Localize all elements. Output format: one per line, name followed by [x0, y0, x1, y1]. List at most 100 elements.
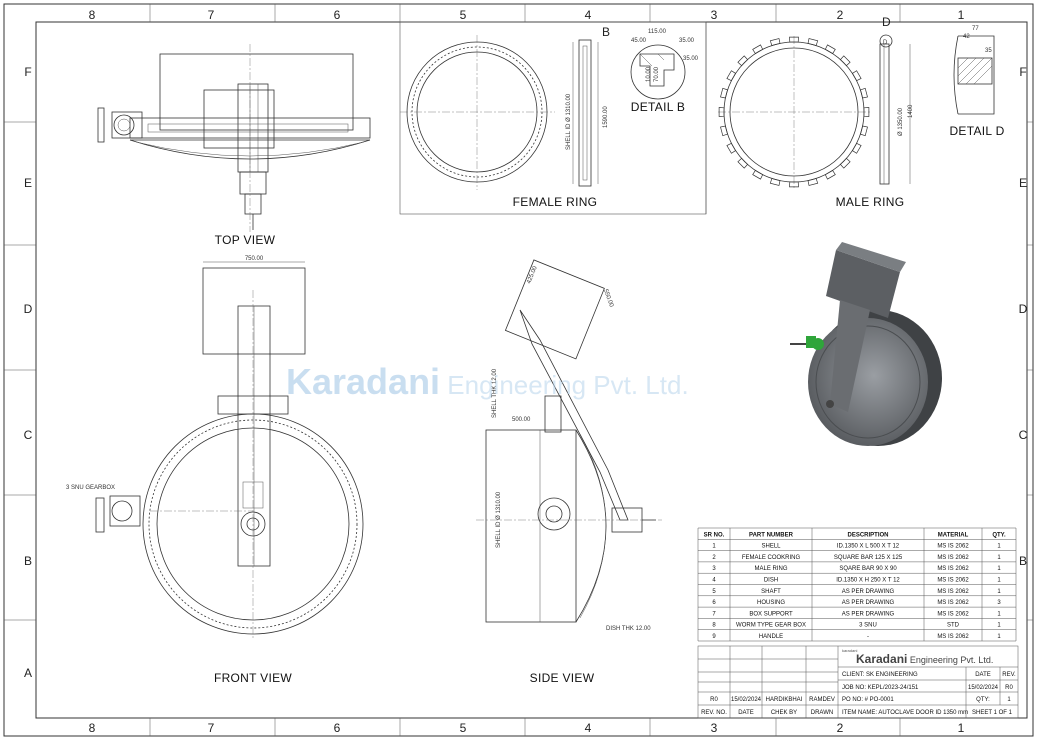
male-ring-tooth: [726, 70, 737, 82]
bom-cell: 1: [997, 634, 1001, 640]
detail-b-35b: 35.00: [683, 56, 699, 62]
bom-cell: 1: [997, 578, 1001, 584]
side-length-dim: 500.00: [512, 417, 531, 423]
detail-b-label: DETAIL B: [631, 100, 685, 114]
zone-row-D-right: D: [1019, 302, 1028, 316]
detail-d-42: 42: [963, 34, 970, 40]
title-logo: Karadani Engineering Pvt. Ltd.: [856, 652, 993, 666]
title-client: CLIENT: SK ENGINEERING: [842, 672, 918, 678]
male-ring-tooth: [752, 44, 764, 55]
zone-col-7: 7: [208, 8, 215, 22]
male-ring-tooth: [807, 177, 819, 186]
bom-cell: ID.1350 X L 500 X T 12: [837, 544, 900, 550]
bom-header-cell: QTY.: [992, 532, 1006, 538]
male-ring-tooth: [769, 38, 781, 47]
bom-cell: DISH: [764, 578, 778, 584]
male-ring-tooth: [789, 181, 799, 188]
male-diameter-dim: Ø 1350.00: [898, 107, 904, 136]
male-ring-tooth: [789, 36, 799, 43]
detail-d-77: 77: [972, 26, 979, 32]
male-ring-tooth: [839, 157, 851, 169]
detail-b-35a: 35.00: [679, 38, 695, 44]
side-view-label: SIDE VIEW: [530, 671, 595, 685]
zone-col-3-bottom: 3: [711, 721, 718, 735]
side-view-drawing: [476, 259, 662, 623]
detail-b-45: 45.00: [631, 38, 647, 44]
bom-cell: MS IS 2062: [937, 589, 969, 595]
male-ring-marker-circle: D: [883, 40, 888, 46]
male-ring-tooth: [824, 44, 836, 55]
zone-row-B-right: B: [1019, 554, 1027, 568]
zone-col-1-bottom: 1: [958, 721, 965, 735]
bom-cell: 3: [712, 566, 716, 572]
title-sheet: SHEET 1 OF 1: [972, 710, 1013, 716]
bom-cell: 6: [712, 600, 716, 606]
zone-col-2: 2: [837, 8, 844, 22]
title-rev-date-value: 15/02/2024: [731, 697, 762, 703]
bom-header-cell: PART NUMBER: [749, 532, 794, 538]
zone-row-F: F: [24, 65, 31, 79]
male-ring-tooth: [726, 142, 737, 154]
bom-cell: 1: [997, 566, 1001, 572]
bom-cell: MS IS 2062: [937, 555, 969, 561]
top-view-drawing: [97, 44, 371, 232]
title-job-no: JOB NO: KEPL/2023-24/151: [842, 685, 919, 691]
bom-cell: MS IS 2062: [937, 600, 969, 606]
bom-cell: WORM TYPE GEAR BOX: [736, 623, 806, 629]
bom-cell: BOX SUPPORT: [749, 611, 793, 617]
gearbox-callout: 3 SNU GEARBOX: [66, 485, 115, 491]
detail-b-drawing: [630, 44, 686, 100]
front-view-drawing: [95, 261, 364, 640]
bom-cell: ID.1350 X H 250 X T 12: [836, 578, 900, 584]
bom-cell: 1: [997, 544, 1001, 550]
male-ring-tooth: [851, 70, 862, 82]
male-ring-tooth: [824, 169, 836, 180]
detail-b-115: 115.00: [648, 29, 667, 35]
title-block: [697, 645, 1019, 719]
title-drawn-by-value: RAMDEV: [809, 697, 835, 703]
male-ring-tooth: [839, 55, 851, 67]
zone-ticks: [4, 4, 1033, 736]
zone-row-E: E: [24, 176, 32, 190]
bom-cell: SQUARE BAR 125 X 125: [834, 555, 903, 561]
detail-b-marker: B: [602, 25, 610, 39]
detail-d-label: DETAIL D: [949, 124, 1004, 138]
male-ring-tooth: [851, 142, 862, 154]
title-logo-small: karadani: [842, 648, 857, 653]
male-ring-tooth: [859, 87, 868, 99]
bom-header-cell: MATERIAL: [938, 532, 969, 538]
isometric-render: [790, 242, 942, 446]
bom-cell: HOUSING: [757, 600, 785, 606]
bom-cell: MS IS 2062: [937, 578, 969, 584]
male-ring-teeth: [718, 36, 870, 188]
title-date-value: 15/02/2024: [968, 685, 999, 691]
zone-col-7-bottom: 7: [208, 721, 215, 735]
male-ring-tooth: [807, 38, 819, 47]
title-drawn-label: DRAWN: [811, 710, 833, 716]
zone-col-5-bottom: 5: [460, 721, 467, 735]
side-dish-thk-dim: DISH THK 12.00: [606, 626, 651, 632]
front-width-dim: 750.00: [245, 256, 264, 262]
front-view-label: FRONT VIEW: [214, 671, 292, 685]
title-checked-by-label: CHEK BY: [771, 710, 797, 716]
bom-header-cell: SR NO.: [704, 532, 725, 538]
bom-cell: 1: [712, 544, 716, 550]
bom-cell: MS IS 2062: [937, 611, 969, 617]
male-ring-tooth: [859, 125, 868, 137]
title-rev-label: REV.: [1002, 672, 1016, 678]
male-ring-tooth: [720, 125, 729, 137]
title-qty-label: QTY:: [976, 697, 990, 703]
male-ring-tooth: [718, 107, 725, 117]
detail-b-70: 70.00: [654, 66, 660, 82]
bom-cell: 8: [712, 623, 716, 629]
title-rev-no-value: R0: [710, 697, 718, 703]
title-checked-by-value: HARDIKBHAI: [766, 697, 803, 703]
bom-cell: 7: [712, 611, 716, 617]
male-ring-marker-top: D: [882, 15, 891, 29]
bom-cell: 9: [712, 634, 716, 640]
detail-d-drawing: [953, 35, 995, 115]
bom-cell: SHELL: [761, 544, 781, 550]
bom-cell: MS IS 2062: [937, 634, 969, 640]
female-od-dim: 1590.00: [603, 106, 609, 128]
